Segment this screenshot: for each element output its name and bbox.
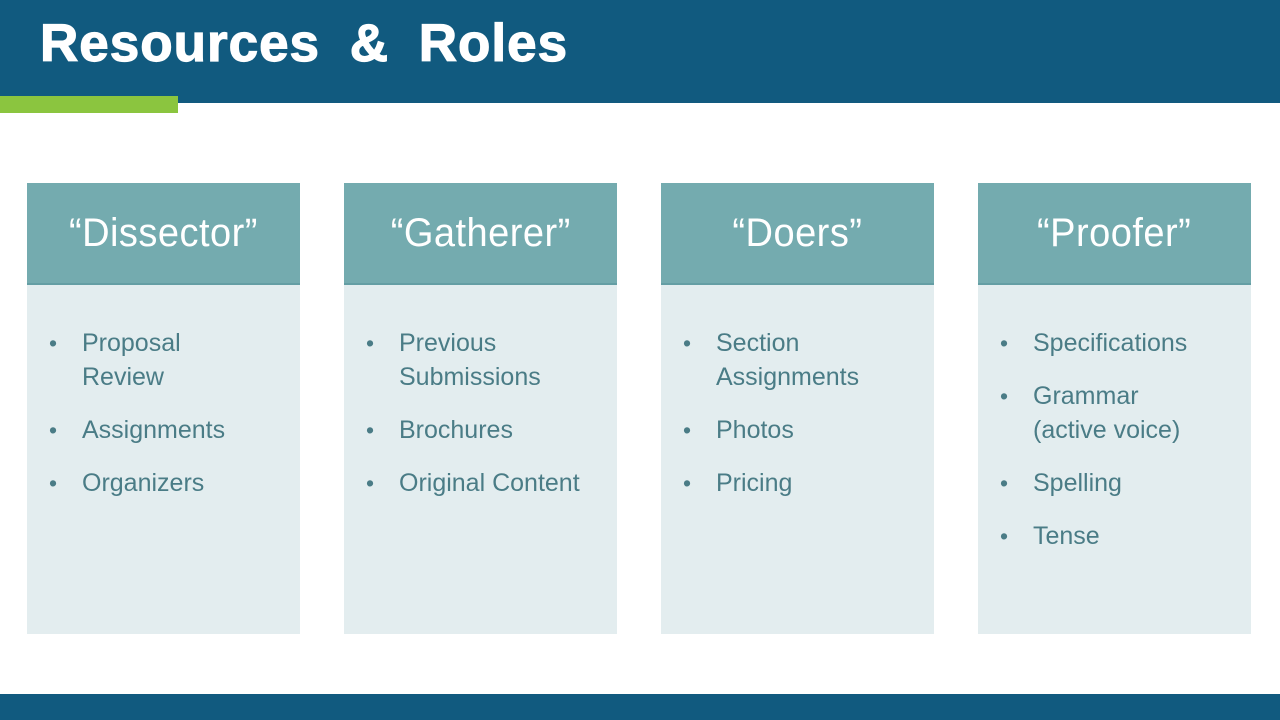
bullet-icon: • xyxy=(366,470,375,496)
bullet-icon: • xyxy=(366,417,375,443)
list-item: • Grammar (active voice) xyxy=(1000,379,1241,447)
role-column: “Proofer” • Specifications • Grammar (active… xyxy=(978,183,1251,634)
role-column-header: “Dissector” xyxy=(27,183,300,285)
list-item-text: Specifications xyxy=(1033,329,1188,357)
bullet-icon: • xyxy=(1000,383,1009,409)
role-column: “Dissector”•Proposal Review•Assignments•… xyxy=(27,183,300,634)
role-title: “Gatherer” xyxy=(390,210,571,255)
role-items-list: • Proposal Review • Assignments • Organizers xyxy=(27,285,300,634)
list-item: • Tense xyxy=(1000,519,1241,553)
list-item-text: Brochures xyxy=(399,416,513,444)
list-item-text: Spelling xyxy=(1033,469,1122,497)
role-column: “Gatherer” • Previous Submissions • Brochure… xyxy=(344,183,617,634)
list-item: • Brochures xyxy=(366,413,607,447)
list-item: • Original Content xyxy=(366,466,607,500)
role-column-header: “Proofer” xyxy=(978,183,1251,285)
list-item-text: Section Assignments xyxy=(716,329,860,391)
list-item-text: Grammar (active voice) xyxy=(1033,382,1181,444)
list-item: • Proposal Review xyxy=(49,326,290,394)
bullet-icon: • xyxy=(1000,330,1009,356)
roles-columns-container: “Dissector”•Proposal Review•Assignments•… xyxy=(27,183,1251,634)
list-item: • Previous Submissions xyxy=(366,326,607,394)
list-item: • Specifications xyxy=(1000,326,1241,360)
green-accent-bar xyxy=(0,96,178,113)
role-items-list: • Section Assignments • Photos • Pricing xyxy=(661,285,934,634)
role-column-header: “Gatherer” xyxy=(344,183,617,285)
bullet-icon: • xyxy=(683,330,692,356)
role-title: “Proofer” xyxy=(1037,210,1192,255)
bullet-icon: • xyxy=(49,330,58,356)
list-item-text: Assignments xyxy=(82,416,226,444)
list-item: • Section Assignments xyxy=(683,326,924,394)
role-items-list: • Previous Submissions • Brochures • Original… xyxy=(344,285,617,634)
list-item-text: Organizers xyxy=(82,469,205,497)
role-title: “Doers” xyxy=(732,210,863,255)
list-item-text: Proposal Review xyxy=(82,329,181,391)
list-item: • Organizers xyxy=(49,466,290,500)
role-items-list: • Specifications • Grammar (active voice) • S… xyxy=(978,285,1251,634)
bullet-icon: • xyxy=(49,470,58,496)
list-item: • Pricing xyxy=(683,466,924,500)
list-item-text: Previous Submissions xyxy=(399,329,541,391)
list-item-text: Original Content xyxy=(399,469,580,497)
role-column: “Doers” • Section Assignments • Photos • Prici… xyxy=(661,183,934,634)
bullet-icon: • xyxy=(1000,523,1009,549)
list-item: • Photos xyxy=(683,413,924,447)
list-item: • Spelling xyxy=(1000,466,1241,500)
bullet-icon: • xyxy=(366,330,375,356)
bullet-icon: • xyxy=(49,417,58,443)
role-column-header: “Doers” xyxy=(661,183,934,285)
list-item-text: Pricing xyxy=(716,469,793,497)
footer-band xyxy=(0,694,1280,720)
bullet-icon: • xyxy=(683,417,692,443)
list-item-text: Tense xyxy=(1033,522,1100,550)
title-banner: Resources & Roles xyxy=(0,0,1280,103)
slide-title: Resources & Roles xyxy=(39,13,569,73)
bullet-icon: • xyxy=(683,470,692,496)
list-item-text: Photos xyxy=(716,416,794,444)
role-title: “Dissector” xyxy=(69,210,258,255)
bullet-icon: • xyxy=(1000,470,1009,496)
list-item: • Assignments xyxy=(49,413,290,447)
